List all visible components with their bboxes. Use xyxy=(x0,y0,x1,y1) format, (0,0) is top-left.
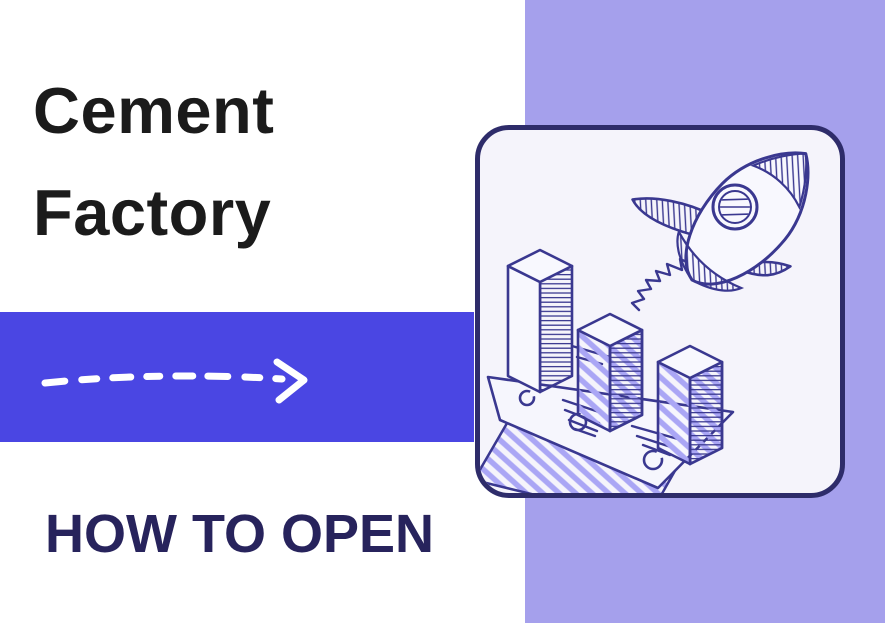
title-line-1: Cement xyxy=(33,74,275,147)
title-line-2: Factory xyxy=(33,176,272,249)
accent-band xyxy=(0,312,474,442)
dashed-arrow-right-icon xyxy=(41,358,308,404)
illustration-card xyxy=(475,125,845,498)
rocket-bar-chart-growth-illustration xyxy=(480,151,810,493)
subtitle: HOW TO OPEN xyxy=(45,504,435,564)
